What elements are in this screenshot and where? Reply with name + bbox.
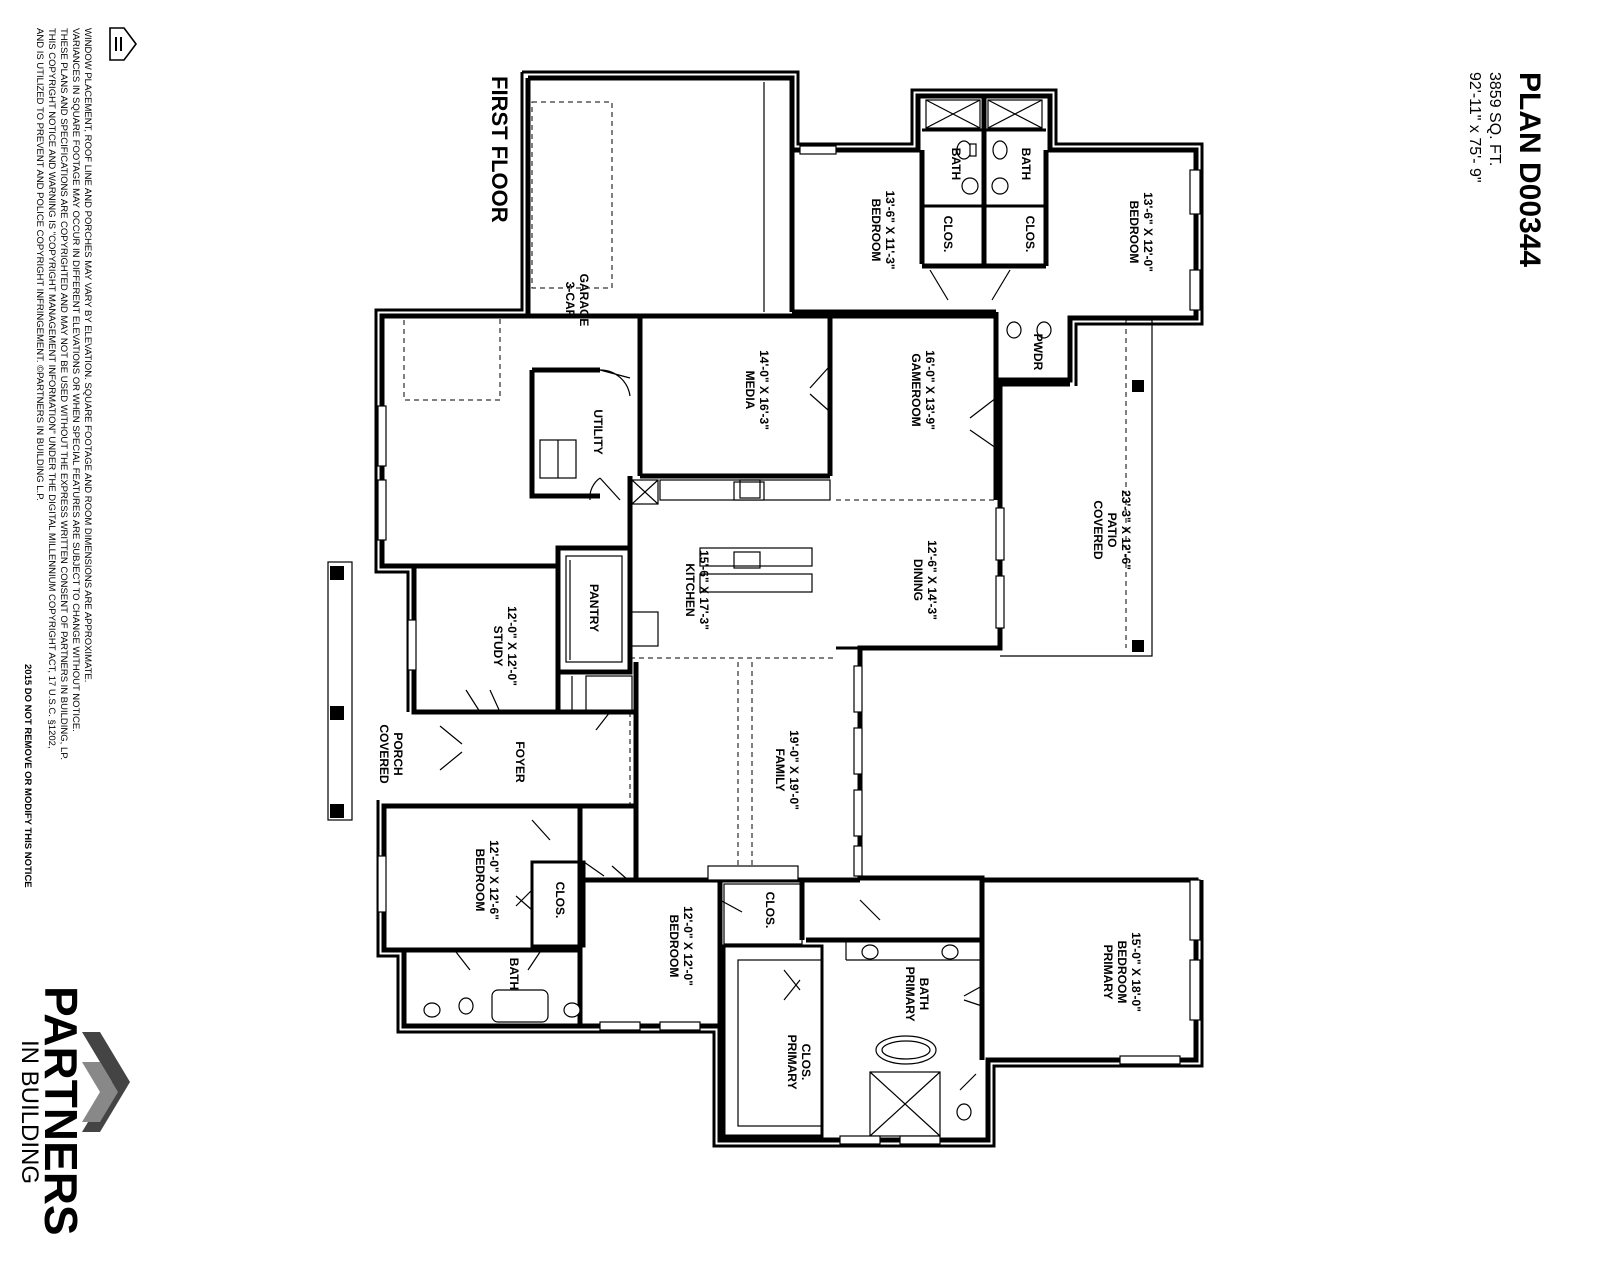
- room-bedroom-upper-right: BEDROOM 13'-6" X 12'-0": [1127, 192, 1155, 272]
- equal-housing-icon: [109, 27, 137, 61]
- svg-text:15'-0" X 18'-0": 15'-0" X 18'-0": [1129, 932, 1143, 1012]
- room-primary-bedroom: PRIMARY BEDROOM 15'-0" X 18'-0": [1101, 932, 1143, 1012]
- svg-text:PRIMARY: PRIMARY: [1101, 945, 1115, 1000]
- room-gameroom: GAMEROOM 16'-0" X 13'-9": [909, 350, 937, 430]
- room-clos-upper-right: CLOS.: [1023, 216, 1037, 253]
- svg-text:GARAGE: GARAGE: [577, 274, 591, 327]
- svg-text:BEDROOM: BEDROOM: [473, 849, 487, 912]
- room-covered-porch: COVERED PORCH: [377, 724, 405, 784]
- room-family: FAMILY 19'-0" X 19'-0": [773, 730, 801, 810]
- svg-text:13'-6" X 11'-3": 13'-6" X 11'-3": [883, 190, 897, 269]
- notice-line-1: WINDOW PLACEMENT, ROOF LINE AND PORCHES …: [82, 28, 93, 682]
- svg-text:PRIMARY: PRIMARY: [785, 1035, 799, 1090]
- room-bedroom-lower-mid: BEDROOM 12'-0" X 12'-0": [667, 906, 695, 986]
- windows: [377, 145, 1201, 1145]
- svg-text:STUDY: STUDY: [491, 626, 505, 667]
- floor-label: FIRST FLOOR: [487, 76, 512, 223]
- svg-text:GAMEROOM: GAMEROOM: [909, 353, 923, 426]
- room-bedroom-lower-left: BEDROOM 12'-0" X 12'-6": [473, 840, 501, 920]
- notice-line-4: THIS COPYRIGHT NOTICE AND WARNING IS "CO…: [46, 28, 57, 749]
- room-dining: DINING 12'-6" X 14'-3": [911, 540, 939, 620]
- svg-text:MEDIA: MEDIA: [743, 371, 757, 410]
- room-pwdr: PWDR: [1031, 334, 1045, 371]
- notice-warning: 2015 DO NOT REMOVE OR MODIFY THIS NOTICE: [22, 664, 33, 888]
- door-swings: [439, 269, 1011, 1091]
- plan-sqft: 3859 SQ. FT.: [1486, 72, 1503, 166]
- room-garage: 3-CAR GARAGE: [563, 274, 591, 327]
- room-bath-upper-right: BATH: [1019, 148, 1033, 180]
- copyright-notice: WINDOW PLACEMENT, ROOF LINE AND PORCHES …: [22, 28, 93, 888]
- svg-text:12'-0" X 12'-0": 12'-0" X 12'-0": [681, 906, 695, 986]
- svg-text:FAMILY: FAMILY: [773, 749, 787, 792]
- fixtures: [423, 140, 1052, 1121]
- svg-text:CLOS.: CLOS.: [799, 1044, 813, 1081]
- plan-title: PLAN D00344: [1513, 72, 1546, 267]
- room-media: MEDIA 14'-0" X 16'-3": [743, 350, 771, 430]
- room-clos-lower-mid: CLOS.: [763, 892, 777, 929]
- room-bedroom-upper-left: BEDROOM 13'-6" X 11'-3": [869, 190, 897, 269]
- svg-text:BEDROOM: BEDROOM: [869, 199, 883, 262]
- svg-text:COVERED: COVERED: [377, 724, 391, 784]
- partners-chevron-icon: [82, 1032, 130, 1132]
- covered-porch-outline: [327, 561, 353, 821]
- interior-walls: [383, 82, 1070, 1138]
- svg-text:BEDROOM: BEDROOM: [1127, 201, 1141, 264]
- room-study: STUDY 12'-0" X 12'-0": [491, 606, 519, 686]
- svg-text:COVERED: COVERED: [1091, 500, 1105, 560]
- room-bath-upper-left: BATH: [949, 148, 963, 180]
- room-primary-clos: PRIMARY CLOS.: [785, 1035, 813, 1090]
- room-labels: 3-CAR GARAGE UTILITY MEDIA 14'-0" X 16'-…: [377, 148, 1155, 1090]
- room-foyer: FOYER: [513, 741, 527, 783]
- svg-text:14'-0" X 16'-3": 14'-0" X 16'-3": [757, 350, 771, 430]
- svg-text:PORCH: PORCH: [391, 732, 405, 775]
- svg-text:BEDROOM: BEDROOM: [667, 915, 681, 978]
- room-utility: UTILITY: [591, 409, 605, 454]
- svg-text:KITCHEN: KITCHEN: [683, 563, 697, 616]
- svg-text:DINING: DINING: [911, 559, 925, 601]
- svg-text:PATIO: PATIO: [1105, 513, 1119, 548]
- svg-text:19'-0" X 19'-0": 19'-0" X 19'-0": [787, 730, 801, 810]
- notice-line-3: THESE PLANS AND SPECIFICATIONS ARE COPYR…: [58, 28, 69, 760]
- room-clos-lower-left: CLOS.: [553, 882, 567, 919]
- svg-text:BEDROOM: BEDROOM: [1115, 941, 1129, 1004]
- svg-text:BATH: BATH: [917, 978, 931, 1010]
- svg-text:16'-0" X 13'-9": 16'-0" X 13'-9": [923, 350, 937, 430]
- room-primary-bath: PRIMARY BATH: [903, 967, 931, 1022]
- plan-dimensions: 92'-11" x 75'- 9": [1466, 72, 1483, 183]
- exterior-walls: [374, 70, 1204, 1148]
- svg-text:PRIMARY: PRIMARY: [903, 967, 917, 1022]
- covered-patio-outline: [1000, 319, 1153, 657]
- room-bath-lower-left: BATH: [507, 958, 521, 990]
- svg-text:12'-0" X 12'-0": 12'-0" X 12'-0": [505, 606, 519, 686]
- partners-logo: PARTNERS IN BUILDING: [16, 986, 130, 1236]
- svg-text:12'-6" X 14'-3": 12'-6" X 14'-3": [925, 540, 939, 620]
- logo-name: PARTNERS: [35, 986, 87, 1236]
- notice-line-2: VARIANCES IN SQUARE FOOTAGE MAY OCCUR IN…: [70, 28, 81, 732]
- notice-line-5: AND IS UTILIZED TO PREVENT AND POLICE CO…: [34, 28, 45, 501]
- plan-title-block: PLAN D00344 3859 SQ. FT. 92'-11" x 75'- …: [1466, 72, 1546, 267]
- svg-text:23'-3" X 12'-6": 23'-3" X 12'-6": [1119, 490, 1133, 570]
- svg-text:3-CAR: 3-CAR: [563, 282, 577, 319]
- room-kitchen: KITCHEN 15'-6" X 17'-3": [683, 550, 711, 630]
- room-pantry: PANTRY: [587, 584, 601, 632]
- svg-text:13'-6" X 12'-0": 13'-6" X 12'-0": [1141, 192, 1155, 272]
- room-clos-upper-left: CLOS.: [941, 216, 955, 253]
- svg-text:12'-0" X 12'-6": 12'-0" X 12'-6": [487, 840, 501, 920]
- room-covered-patio: COVERED PATIO 23'-3" X 12'-6": [1091, 490, 1133, 570]
- logo-tagline: IN BUILDING: [16, 1040, 43, 1184]
- svg-text:15'-6" X 17'-3": 15'-6" X 17'-3": [697, 550, 711, 630]
